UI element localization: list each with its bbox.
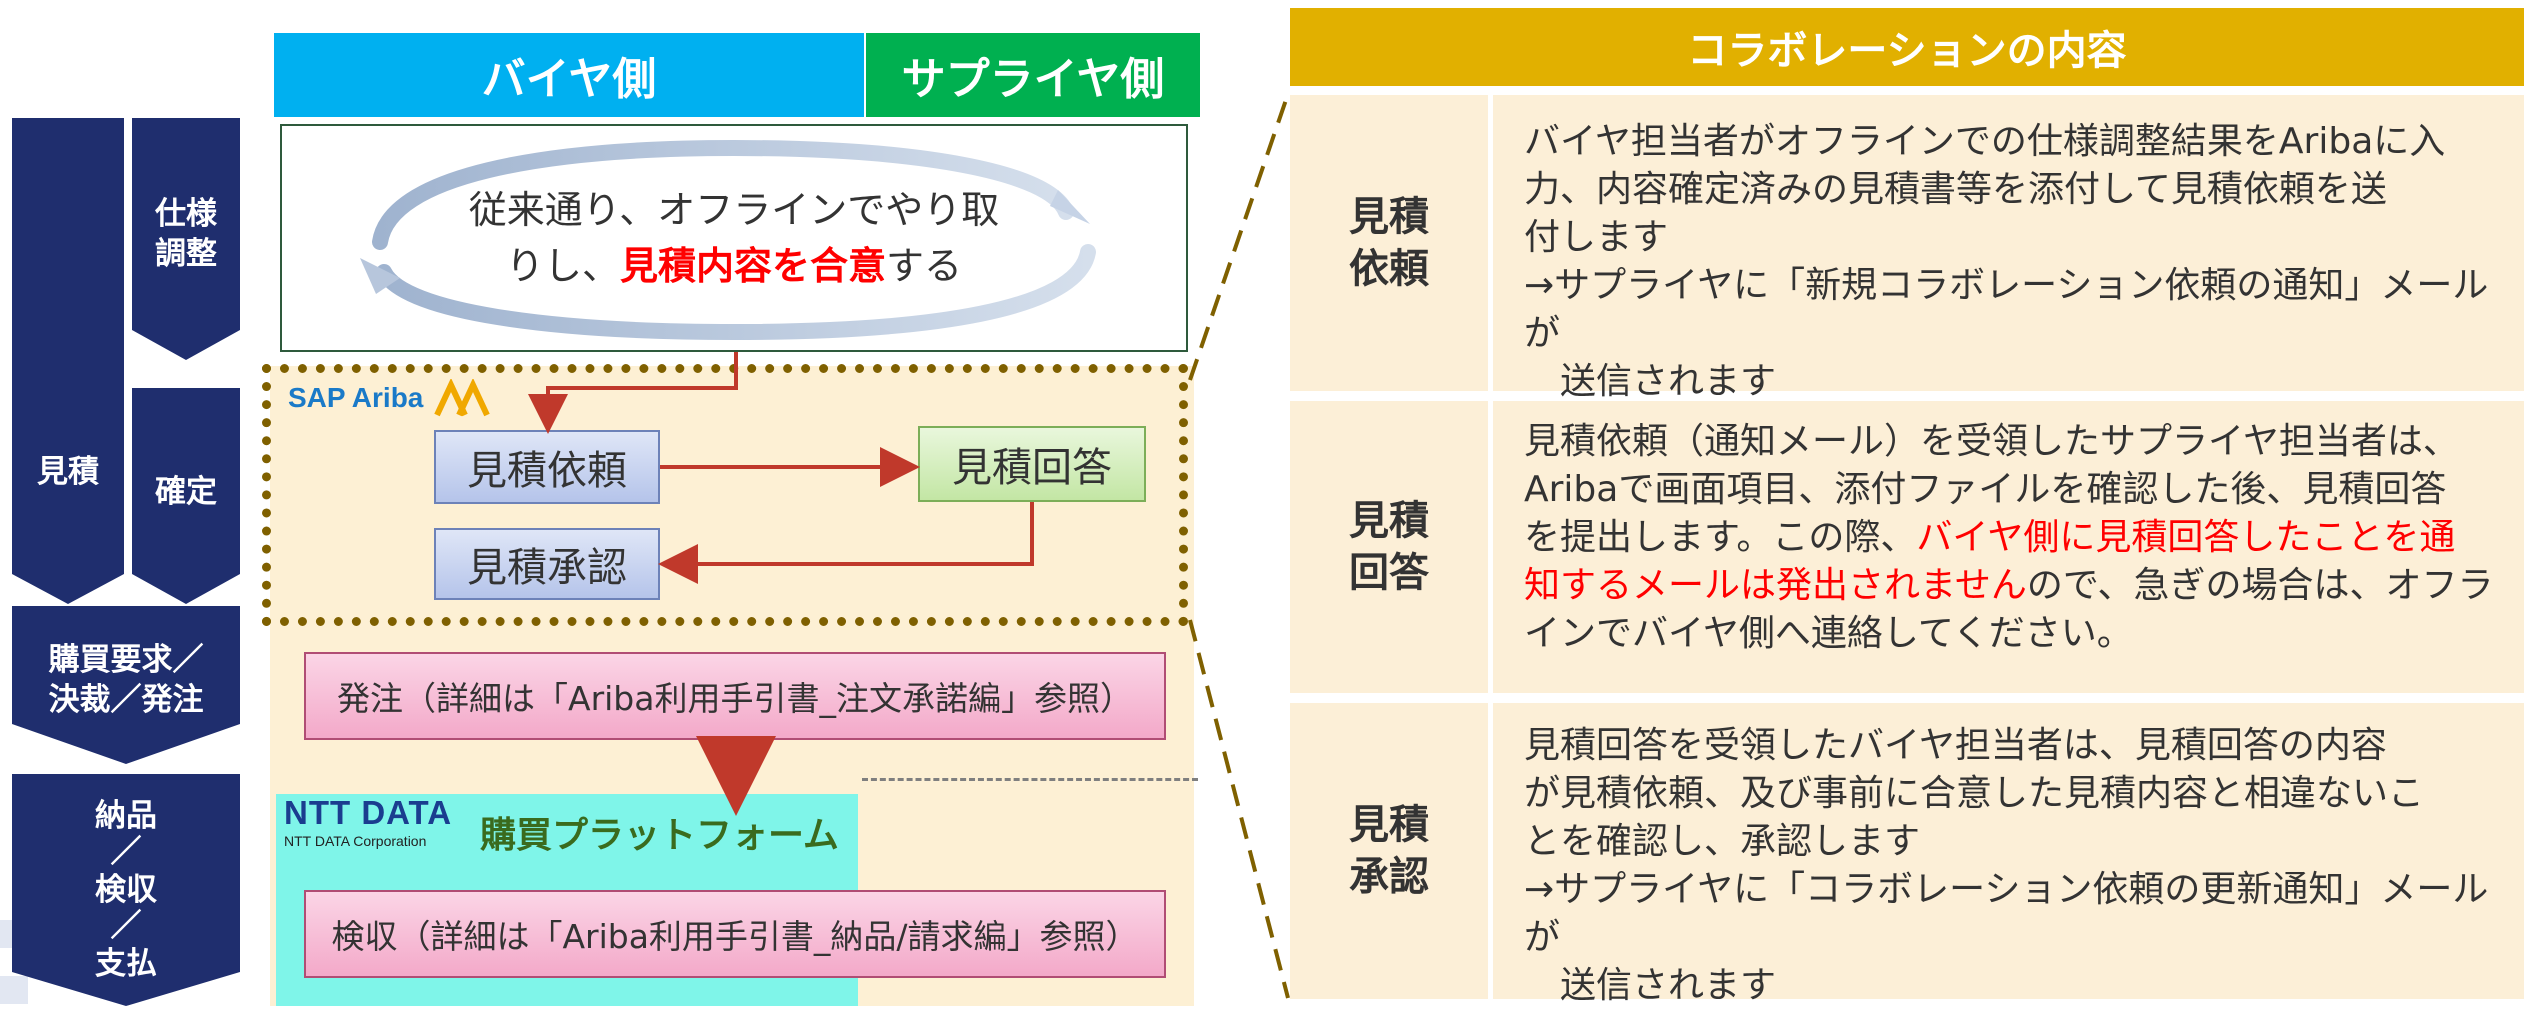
phase-koubai-label-1: 購買要求／ — [48, 642, 204, 678]
ariba-logo: SAP Ariba — [288, 378, 497, 418]
ntt-data-logo-text: NTT DATA — [284, 794, 453, 831]
collab-label-shounin: 見積承認 — [1349, 802, 1429, 900]
zoom-connector-lines — [1188, 93, 1290, 999]
collab-warning-1: バイヤ側に見積回答したことを通 — [1916, 517, 2456, 558]
collab-label-kaitou: 見積回答 — [1349, 498, 1429, 596]
negotiation-line-2-pre: りし、 — [505, 244, 620, 288]
ariba-logo-text: SAP Ariba — [288, 382, 424, 413]
negotiation-line-1: 従来通り、オフラインでやり取 — [468, 188, 1000, 232]
phase-shiyou-chevron: 仕様 調整 — [132, 118, 240, 360]
phase-kakutei-label: 確定 — [155, 474, 217, 510]
ntt-platform-label: 購買プラットフォーム — [480, 815, 839, 856]
mitsumori-kaitou-box: 見積回答 — [918, 426, 1146, 502]
phase-shiyou-label-1: 仕様 — [155, 196, 217, 232]
order-box: 発注（詳細は「Ariba利用手引書_注文承諾編」参照） — [304, 652, 1166, 740]
collab-column-divider — [1488, 90, 1493, 1004]
offline-negotiation-box — [280, 124, 1188, 352]
collab-row-irai — [1290, 90, 2524, 396]
phase-nouhin-label-5: 支払 — [95, 946, 157, 982]
collab-text-irai: バイヤ担当者がオフラインでの仕様調整結果をAribaに入 力、内容確定済みの見積… — [1524, 121, 2489, 402]
ariba-logo-icon — [434, 379, 491, 417]
ariba-dotted-frame — [262, 364, 1188, 626]
phase-mitsumori-label: 見積 — [37, 454, 99, 490]
ntt-data-corp-text: NTT DATA Corporation — [284, 833, 427, 849]
inspection-box: 検収（詳細は「Ariba利用手引書_納品/請求編」参照） — [304, 890, 1166, 978]
section-divider — [862, 778, 1198, 781]
collab-label-irai: 見積依頼 — [1349, 194, 1429, 292]
collab-text-shounin: 見積回答を受領したバイヤ担当者は、見積回答の内容 が見積依頼、及び事前に合意した… — [1524, 725, 2489, 1006]
ntt-data-logo: NTT DATA NTT DATA Corporation — [284, 794, 464, 850]
phase-kakutei-chevron: 確定 — [132, 388, 240, 604]
mitsumori-shounin-box: 見積承認 — [434, 528, 660, 600]
phase-koubai-label-2: 決裁／発注 — [48, 682, 204, 718]
phase-shiyou-label-2: 調整 — [155, 236, 217, 272]
phase-nouhin-label-4: ／ — [110, 908, 142, 944]
phase-nouhin-label-1: 納品 — [95, 798, 157, 834]
collab-text-kaitou: 見積依頼（通知メール）を受領したサプライヤ担当者は、 Aribaで画面項目、添付… — [1524, 421, 2494, 654]
cycle-arrows-icon — [360, 139, 1096, 341]
offline-negotiation-text: 従来通り、オフラインでやり取 りし、見積内容を合意する — [280, 124, 1188, 352]
negotiation-line-2: りし、見積内容を合意する — [506, 238, 962, 294]
phase-mitsumori-chevron: 見積 — [12, 118, 124, 604]
phase-koubai-chevron: 購買要求／ 決裁／発注 — [12, 606, 240, 764]
negotiation-emphasis: 見積内容を合意 — [619, 244, 886, 288]
negotiation-line-2-post: する — [886, 244, 963, 288]
collab-row-shounin — [1290, 698, 2524, 1004]
phase-nouhin-chevron: 納品 ／ 検収 ／ 支払 — [12, 774, 240, 1006]
collab-header: コラボレーションの内容 — [1290, 8, 2524, 86]
flow-arrows — [528, 352, 1034, 816]
phase-nouhin-label-3: 検収 — [95, 872, 157, 908]
buyer-column-header: バイヤ側 — [274, 33, 864, 117]
collab-warning-2: 知するメールは発出されません — [1524, 565, 2027, 606]
collab-row-kaitou — [1290, 396, 2524, 698]
phase-nouhin-label-2: ／ — [110, 834, 142, 870]
supplier-column-header: サプライヤ側 — [866, 33, 1200, 117]
